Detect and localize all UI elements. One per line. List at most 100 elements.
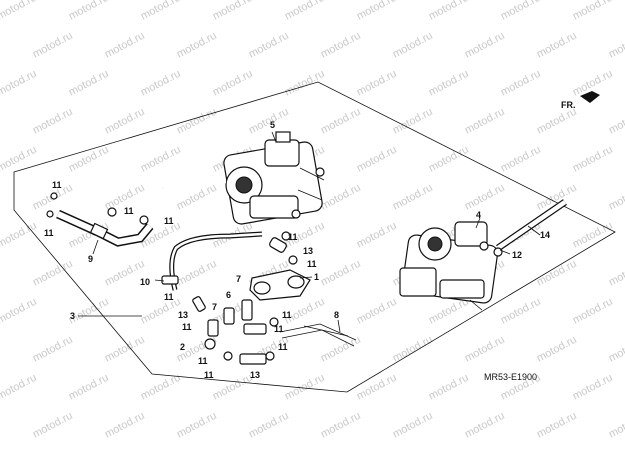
watermark-text: motod.ru: [103, 30, 147, 61]
watermark-text: motod.ru: [571, 296, 615, 327]
watermark-text: motod.ru: [499, 144, 543, 175]
watermark-text: motod.ru: [355, 296, 399, 327]
watermark-text: motod.ru: [175, 258, 219, 289]
callout-2: 2: [180, 342, 185, 352]
watermark-text: motod.ru: [607, 334, 625, 365]
assembly-outline: [13, 81, 616, 393]
watermark-text: motod.ru: [391, 30, 435, 61]
watermark-text: motod.ru: [319, 30, 363, 61]
watermark-text: motod.ru: [391, 182, 435, 213]
watermark-text: motod.ru: [67, 0, 111, 23]
hose-9: [56, 209, 154, 247]
watermark-text: motod.ru: [247, 410, 291, 441]
watermark-text: motod.ru: [139, 68, 183, 99]
joint-1: [249, 269, 311, 301]
watermark-text: motod.ru: [355, 372, 399, 403]
callout-14: 14: [540, 230, 550, 240]
watermark-text: motod.ru: [607, 258, 625, 289]
callout-11-j: 11: [274, 324, 284, 334]
watermark-text: motod.ru: [463, 30, 507, 61]
watermark-text: motod.ru: [499, 0, 543, 23]
carburetor-front: [162, 131, 325, 225]
watermark-text: motod.ru: [391, 410, 435, 441]
watermark-text: motod.ru: [355, 220, 399, 251]
callout-11-g: 11: [164, 292, 174, 302]
watermark-text: motod.ru: [211, 68, 255, 99]
watermark-text: motod.ru: [31, 334, 75, 365]
watermark-text: motod.ru: [175, 182, 219, 213]
watermark-text: motod.ru: [463, 106, 507, 137]
callout-8: 8: [334, 310, 339, 320]
watermark-text: motod.ru: [319, 258, 363, 289]
watermark-text: motod.ru: [607, 30, 625, 61]
watermark-text: motod.ru: [283, 372, 327, 403]
watermark-text: motod.ru: [391, 106, 435, 137]
watermark-text: motod.ru: [463, 410, 507, 441]
watermark-text: motod.ru: [391, 334, 435, 365]
watermark-text: motod.ru: [535, 334, 579, 365]
watermark-text: motod.ru: [31, 106, 75, 137]
watermark-text: motod.ru: [67, 144, 111, 175]
watermark-text: motod.ru: [103, 410, 147, 441]
watermark-text: motod.ru: [175, 30, 219, 61]
watermark-text: motod.ru: [319, 106, 363, 137]
callout-11-i: 11: [282, 310, 292, 320]
watermark-text: motod.ru: [0, 372, 39, 403]
watermark-text: motod.ru: [571, 220, 615, 251]
callout-12: 12: [512, 250, 522, 260]
watermark-text: motod.ru: [571, 144, 615, 175]
watermark-text: motod.ru: [463, 182, 507, 213]
watermark-text: motod.ru: [571, 372, 615, 403]
callouts: 5 4 14 12 11 11 11 11 9 11 13 11 1 10 11…: [44, 120, 550, 380]
watermark-text: motod.ru: [535, 258, 579, 289]
watermark-text: motod.ru: [175, 106, 219, 137]
watermark-text: motod.ru: [211, 372, 255, 403]
callout-13-a: 13: [303, 246, 313, 256]
watermark-text: motod.ru: [571, 0, 615, 23]
callout-5: 5: [270, 120, 275, 130]
watermark-text: motod.ru: [67, 68, 111, 99]
watermark-text: motod.ru: [319, 182, 363, 213]
watermark-text: motod.ru: [499, 68, 543, 99]
watermark-text: motod.ru: [0, 68, 39, 99]
callout-13-b: 13: [178, 310, 188, 320]
watermark-text: motod.ru: [319, 410, 363, 441]
callout-3: 3: [70, 311, 75, 321]
front-direction-label: FR.: [561, 100, 576, 110]
callout-11-f: 11: [307, 259, 317, 269]
callout-11-k: 11: [198, 356, 208, 366]
diagram-code: MR53-E1900: [484, 372, 537, 382]
watermark-text: motod.ru: [139, 144, 183, 175]
callout-11-l: 11: [278, 342, 288, 352]
watermark-text: motod.ru: [355, 144, 399, 175]
callout-7-b: 7: [212, 302, 217, 312]
watermark-text: motod.ru: [103, 106, 147, 137]
watermark-text: motod.ru: [499, 296, 543, 327]
watermark-text: motod.ru: [67, 372, 111, 403]
watermark-text: motod.ru: [535, 410, 579, 441]
watermark-text: motod.ru: [283, 0, 327, 23]
watermark-text: motod.ru: [427, 372, 471, 403]
callout-11-m: 11: [204, 370, 214, 380]
watermark-text: motod.ru: [607, 182, 625, 213]
watermark-text: motod.ru: [175, 410, 219, 441]
watermark-text: motod.ru: [607, 410, 625, 441]
watermark-text: motod.ru: [319, 334, 363, 365]
watermark-text: motod.ru: [0, 296, 39, 327]
callout-11-b: 11: [44, 228, 54, 238]
watermark-text: motod.ru: [535, 30, 579, 61]
small-fittings: [46, 192, 503, 365]
watermark-text: motod.ru: [355, 0, 399, 23]
watermark-text: motod.ru: [535, 106, 579, 137]
leader-lines: [78, 131, 541, 333]
watermark-text: motod.ru: [0, 0, 39, 23]
front-direction-indicator: FR.: [561, 91, 600, 110]
callout-11-h: 11: [182, 322, 192, 332]
callout-10: 10: [140, 277, 150, 287]
callout-6: 6: [226, 290, 231, 300]
watermark-text: motod.ru: [247, 30, 291, 61]
callout-11-a: 11: [52, 180, 62, 190]
watermark-text: motod.ru: [139, 0, 183, 23]
callout-4: 4: [476, 210, 481, 220]
hose-14: [496, 199, 567, 251]
